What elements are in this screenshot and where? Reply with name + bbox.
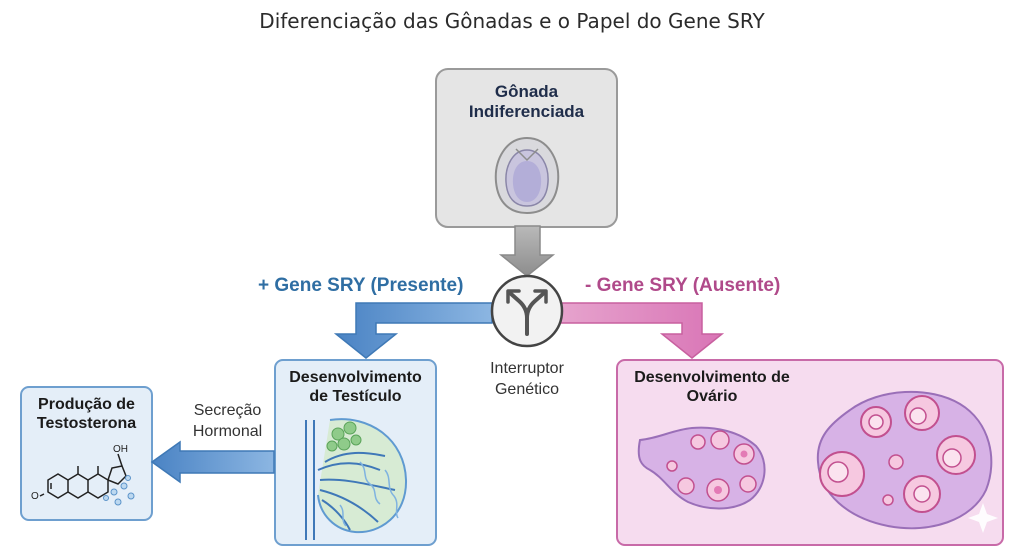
testosterone-molecule-icon bbox=[39, 453, 127, 499]
testis-label: Desenvolvimento de Testículo bbox=[275, 368, 436, 406]
ovary-left-illustration bbox=[637, 426, 766, 510]
testis-label-line1: Desenvolvimento bbox=[289, 369, 422, 386]
secretion-label-line2: Hormonal bbox=[192, 422, 263, 440]
ovary-right-illustration bbox=[816, 390, 993, 530]
indifferent-gonad-label: Gônada Indiferenciada bbox=[436, 82, 617, 123]
secretion-label: Secreção Hormonal bbox=[175, 401, 280, 443]
indifferent-gonad-illustration bbox=[494, 136, 560, 215]
branching-arrows-icon bbox=[506, 289, 548, 336]
hormone-dots-icon bbox=[103, 475, 135, 506]
sry-absent-label: - Gene SRY (Ausente) bbox=[585, 275, 781, 296]
diagram-title: Diferenciação das Gônadas e o Papel do G… bbox=[259, 9, 765, 33]
indifferent-gonad-label-line2: Indiferenciada bbox=[468, 102, 585, 122]
secretion-label-line1: Secreção bbox=[193, 402, 262, 419]
testis-label-line2: de Testículo bbox=[309, 388, 402, 406]
indifferent-gonad-label-line1: Gônada bbox=[494, 82, 559, 101]
testis-illustration bbox=[305, 418, 408, 540]
down-arrow-to-switch bbox=[498, 225, 556, 277]
testosterone-label: Produção de Testosterona bbox=[21, 395, 152, 433]
testosterone-box bbox=[20, 386, 153, 521]
molecule-o-label: O bbox=[31, 491, 39, 502]
molecule-oh-label: OH bbox=[113, 444, 128, 455]
sry-present-arrow bbox=[333, 302, 493, 359]
secretion-arrow bbox=[150, 440, 275, 484]
ovary-label-line1: Desenvolvimento de bbox=[634, 369, 790, 386]
genetic-switch-label-line2: Genético bbox=[494, 380, 560, 398]
ovary-label: Desenvolvimento de Ovário bbox=[617, 368, 807, 406]
sry-present-label: + Gene SRY (Presente) bbox=[258, 275, 464, 296]
ovary-label-line2: Ovário bbox=[686, 388, 738, 406]
sry-absent-arrow bbox=[560, 302, 725, 359]
genetic-switch-label: Interruptor Genético bbox=[467, 359, 587, 401]
testosterone-label-line2: Testosterona bbox=[36, 415, 137, 433]
genetic-switch bbox=[490, 274, 564, 348]
sparkle-icon bbox=[968, 503, 998, 533]
testosterone-label-line1: Produção de bbox=[38, 396, 135, 413]
genetic-switch-label-line1: Interruptor bbox=[490, 360, 564, 377]
